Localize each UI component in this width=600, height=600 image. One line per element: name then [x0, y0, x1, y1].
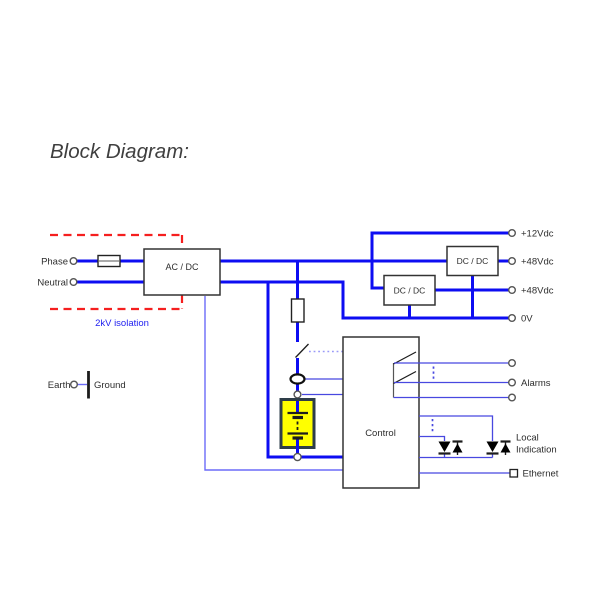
led1-diode-down — [438, 441, 451, 452]
battery-switch-symbol — [295, 343, 309, 358]
power-wires — [77, 231, 512, 459]
plus48v-upper-terminal — [508, 257, 517, 266]
led2-drive-wire — [419, 415, 494, 441]
relay-contacts-symbol — [392, 351, 417, 398]
resistor-symbol — [290, 298, 305, 323]
earth-ground-symbol — [77, 371, 90, 399]
alarm-terminal-2 — [508, 378, 517, 387]
isolation-label: 2kV isolation — [95, 318, 149, 329]
plus48v-lower-label: +48Vdc — [521, 286, 554, 297]
battery-bottom-node — [293, 452, 302, 462]
acdc-block — [143, 248, 221, 296]
led1-diode-up — [452, 443, 463, 453]
page-title: Block Diagram: — [50, 140, 189, 163]
zero-volt-terminal — [508, 314, 517, 323]
zero-volt-label: 0V — [521, 314, 533, 325]
battery-return-wire — [266, 282, 343, 459]
control-label: Control — [365, 428, 396, 439]
neutral-label: Neutral — [37, 278, 68, 289]
led2-icon — [486, 440, 511, 455]
fuse-symbol — [97, 254, 121, 268]
plus12v-wire — [370, 231, 512, 290]
relay-contact-blade-2 — [393, 370, 417, 385]
led2-diode-up — [500, 443, 511, 453]
control-block — [342, 336, 420, 489]
phase-terminal — [69, 257, 78, 266]
neutral-terminal — [69, 278, 78, 287]
phase-label: Phase — [41, 257, 68, 268]
local-indication-label-line1: Local — [516, 433, 539, 444]
plus48v-upper-label: +48Vdc — [521, 257, 554, 268]
dcdc-lower-block — [383, 274, 436, 306]
acdc-label: AC / DC — [165, 262, 199, 272]
isolation-boundary — [50, 233, 184, 311]
plus48v-lower-terminal — [508, 286, 517, 295]
led2-diode-down — [486, 441, 499, 452]
zero-volt-rail — [220, 280, 512, 320]
earth-terminal — [69, 380, 78, 389]
acdc-sense-wire — [204, 296, 343, 471]
alarms-label: Alarms — [521, 378, 551, 389]
led1-drive-wire — [419, 435, 446, 441]
dcdc-lower-label: DC / DC — [394, 286, 426, 296]
current-sensor-symbol — [289, 373, 306, 385]
led1-icon — [438, 440, 463, 455]
ethernet-label: Ethernet — [523, 469, 559, 480]
earth-label: Earth — [48, 380, 71, 391]
battery-top-node — [293, 390, 302, 399]
alarm-terminal-1 — [508, 359, 517, 368]
ethernet-terminal — [509, 468, 519, 478]
local-indication-label-line2: Indication — [516, 445, 557, 456]
battery-block — [279, 398, 316, 453]
plus12v-terminal — [508, 228, 517, 237]
dcdc-upper-label: DC / DC — [457, 256, 489, 266]
alarm-terminal-3 — [508, 393, 517, 402]
relay-contact-blade-1 — [393, 351, 417, 365]
plus12v-label: +12Vdc — [521, 229, 554, 240]
ground-label: Ground — [94, 380, 126, 391]
dcdc-upper-block — [446, 245, 499, 277]
